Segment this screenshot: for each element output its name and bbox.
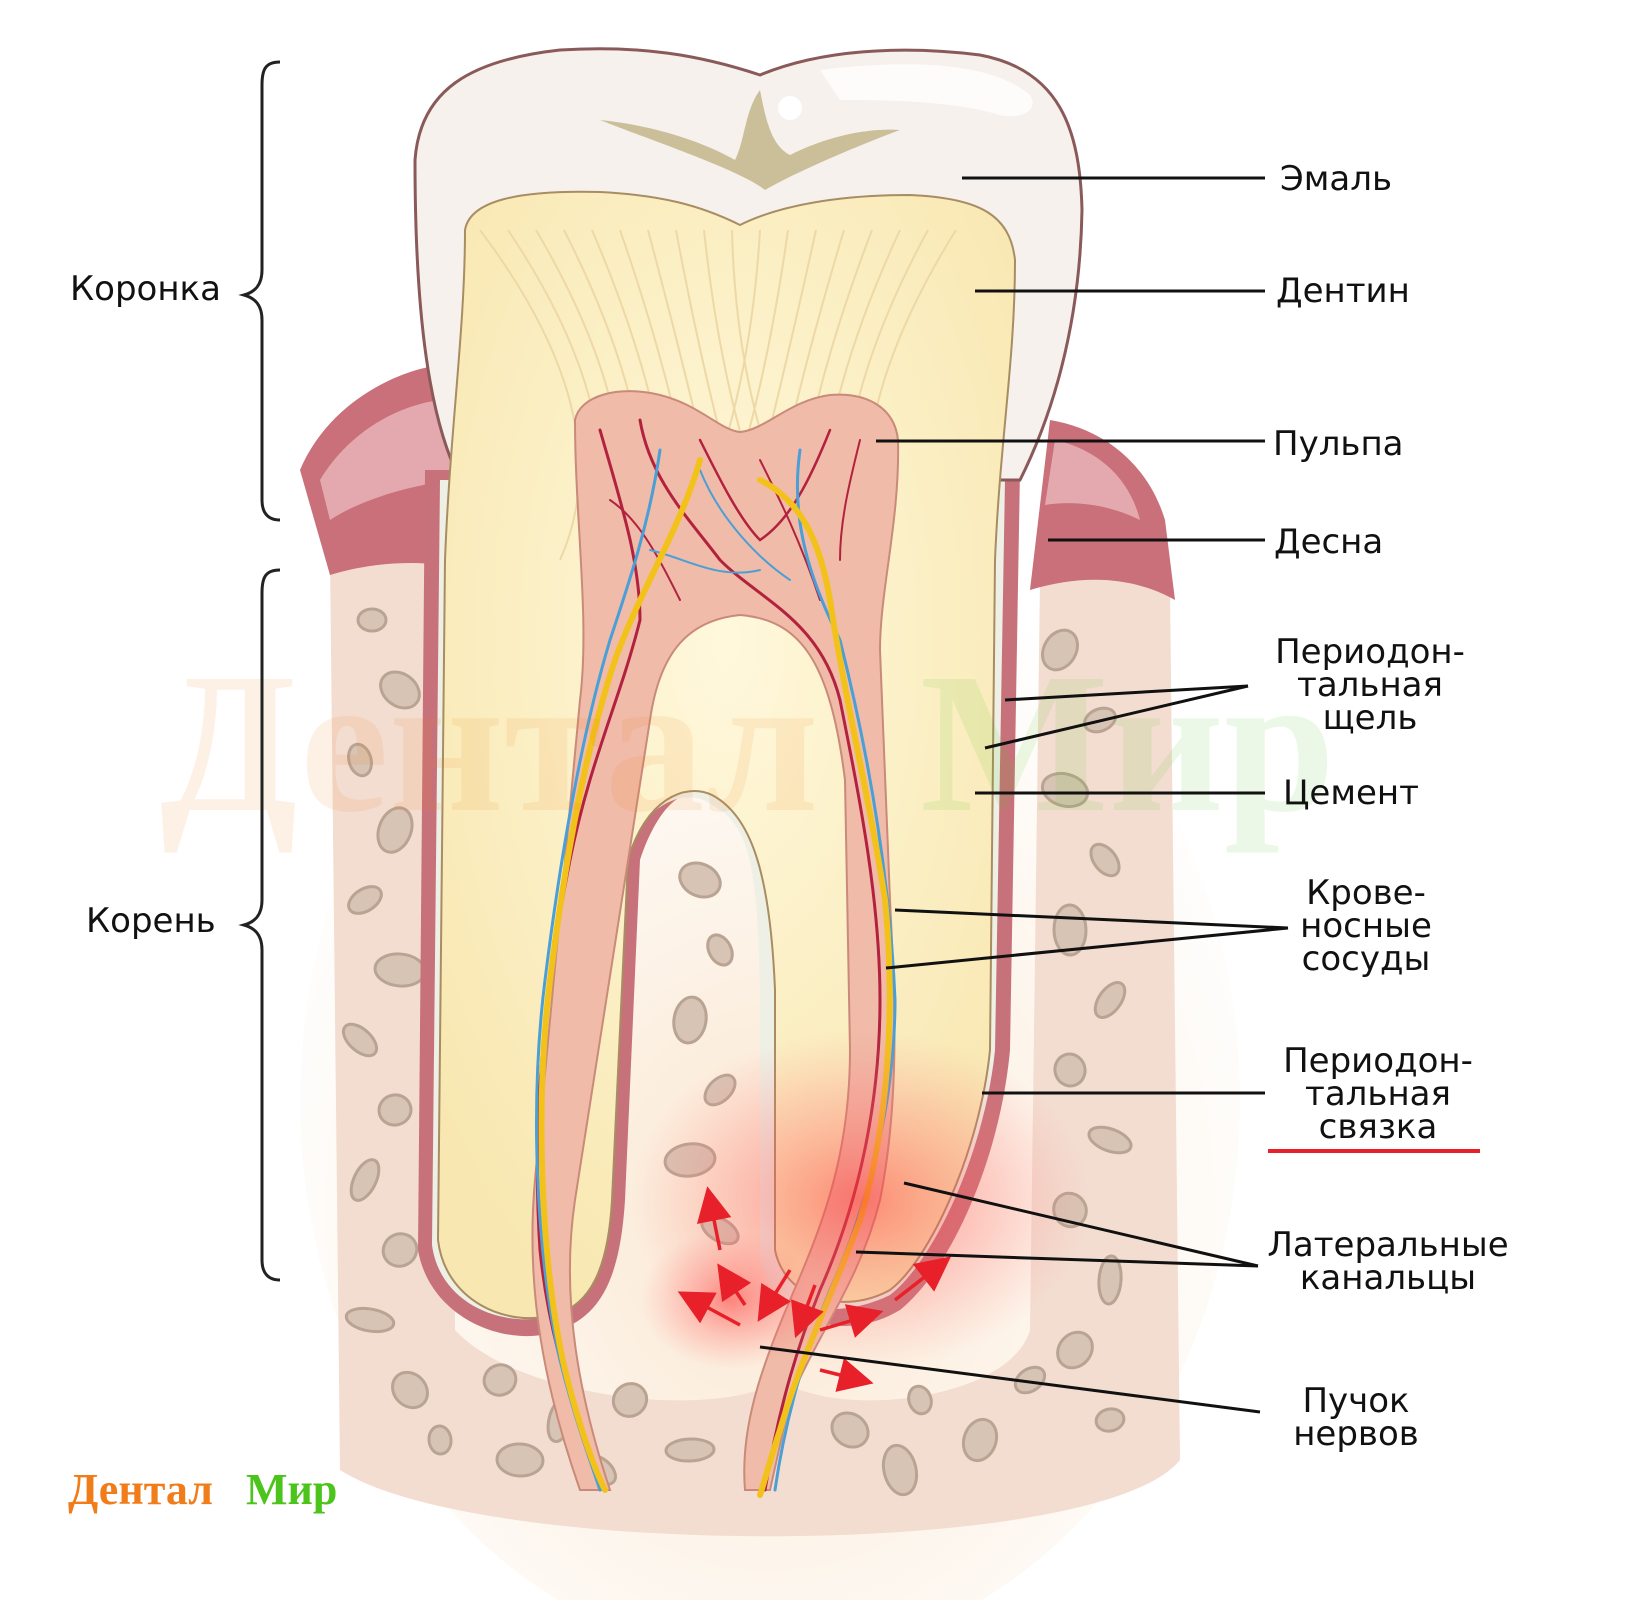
root-brace — [238, 568, 281, 1282]
bone-cell — [347, 885, 383, 915]
bone-cell — [1040, 771, 1090, 809]
bone-cell — [672, 995, 708, 1045]
bone-cell — [907, 1384, 933, 1416]
label-pdl-gap-1: Периодон- — [1275, 632, 1465, 672]
bone-trabeculae — [341, 607, 1133, 1497]
label-lateral-1: Латеральные — [1267, 1225, 1508, 1265]
bone-cell — [1087, 1125, 1133, 1155]
label-enamel: Эмаль — [1280, 159, 1392, 199]
brand-part1: Дентал — [68, 1465, 213, 1514]
label-vessels-1: Крове- — [1306, 873, 1426, 913]
bone-cell — [341, 1022, 379, 1058]
label-cementum: Цемент — [1283, 773, 1419, 813]
root-label: Корень — [86, 901, 216, 941]
inflammation-apex — [640, 1230, 820, 1370]
bone-cell — [1053, 1052, 1087, 1088]
bone-cell — [482, 1363, 518, 1397]
bone-cell — [349, 1158, 381, 1202]
label-vessels-2: носные — [1300, 906, 1432, 946]
gum-right — [1030, 420, 1175, 600]
bone-cell — [1041, 628, 1079, 672]
bone-cell — [881, 1443, 919, 1497]
alveolar-bone — [330, 546, 1180, 1537]
watermark: Дентал Мир — [160, 633, 1335, 854]
bone-cell — [1093, 981, 1127, 1019]
bone-cell — [381, 1232, 419, 1268]
bone-cell — [1013, 1365, 1047, 1395]
occlusal-fissure — [600, 90, 900, 190]
watermark-part1: Дентал — [160, 633, 819, 854]
bone-cell — [379, 670, 421, 710]
label-gum: Десна — [1274, 522, 1383, 562]
labels: Эмаль Дентин Пульпа Десна Периодон- таль… — [1267, 159, 1508, 1454]
bone-cell — [1097, 1254, 1123, 1306]
enamel-spot — [778, 96, 802, 120]
bone-cell — [391, 1370, 429, 1410]
bone-cell — [961, 1417, 999, 1463]
label-pulp: Пульпа — [1273, 424, 1404, 464]
bone-cell — [830, 1411, 870, 1449]
gum-left-light — [320, 400, 455, 520]
enamel-highlight — [820, 64, 1033, 117]
label-ligament-2: тальная — [1305, 1074, 1451, 1114]
bone-cell — [1056, 1330, 1094, 1370]
label-ligament-1: Периодон- — [1283, 1041, 1473, 1081]
bone-cell — [427, 1424, 453, 1456]
bone-cell — [344, 1306, 396, 1334]
bone-cell — [678, 861, 722, 899]
crown-label: Коронка — [70, 269, 221, 309]
bone-cell — [377, 1093, 413, 1127]
bone-cell — [1094, 1407, 1126, 1433]
label-lateral-2: канальцы — [1300, 1258, 1476, 1298]
bone-cell — [706, 933, 734, 967]
bone-cell — [376, 806, 414, 854]
label-vessels-3: сосуды — [1302, 939, 1431, 979]
bone-cell — [495, 1442, 545, 1478]
bone-cell — [1089, 842, 1121, 878]
bone-cell — [611, 1382, 649, 1418]
inflammation-arrows — [677, 1186, 952, 1392]
label-nerves-2: нервов — [1293, 1414, 1419, 1454]
brand-logo: Дентал Мир — [68, 1465, 337, 1514]
leader-lines — [759, 176, 1289, 1414]
bone-cell — [664, 1437, 716, 1463]
watermark-part2: Мир — [920, 633, 1335, 854]
gum-right-light — [1045, 440, 1140, 520]
label-dentin: Дентин — [1276, 271, 1410, 311]
brand-part2: Мир — [246, 1465, 337, 1514]
label-pdl-gap-2: тальная — [1297, 665, 1443, 705]
bone-cell — [347, 742, 373, 778]
bone-cell — [356, 607, 388, 633]
label-nerves-1: Пучок — [1302, 1381, 1409, 1421]
label-pdl-gap-3: щель — [1323, 698, 1418, 738]
label-ligament-3: связка — [1319, 1107, 1438, 1147]
dentinal-tubule — [479, 229, 581, 561]
crown-brace — [238, 60, 281, 522]
